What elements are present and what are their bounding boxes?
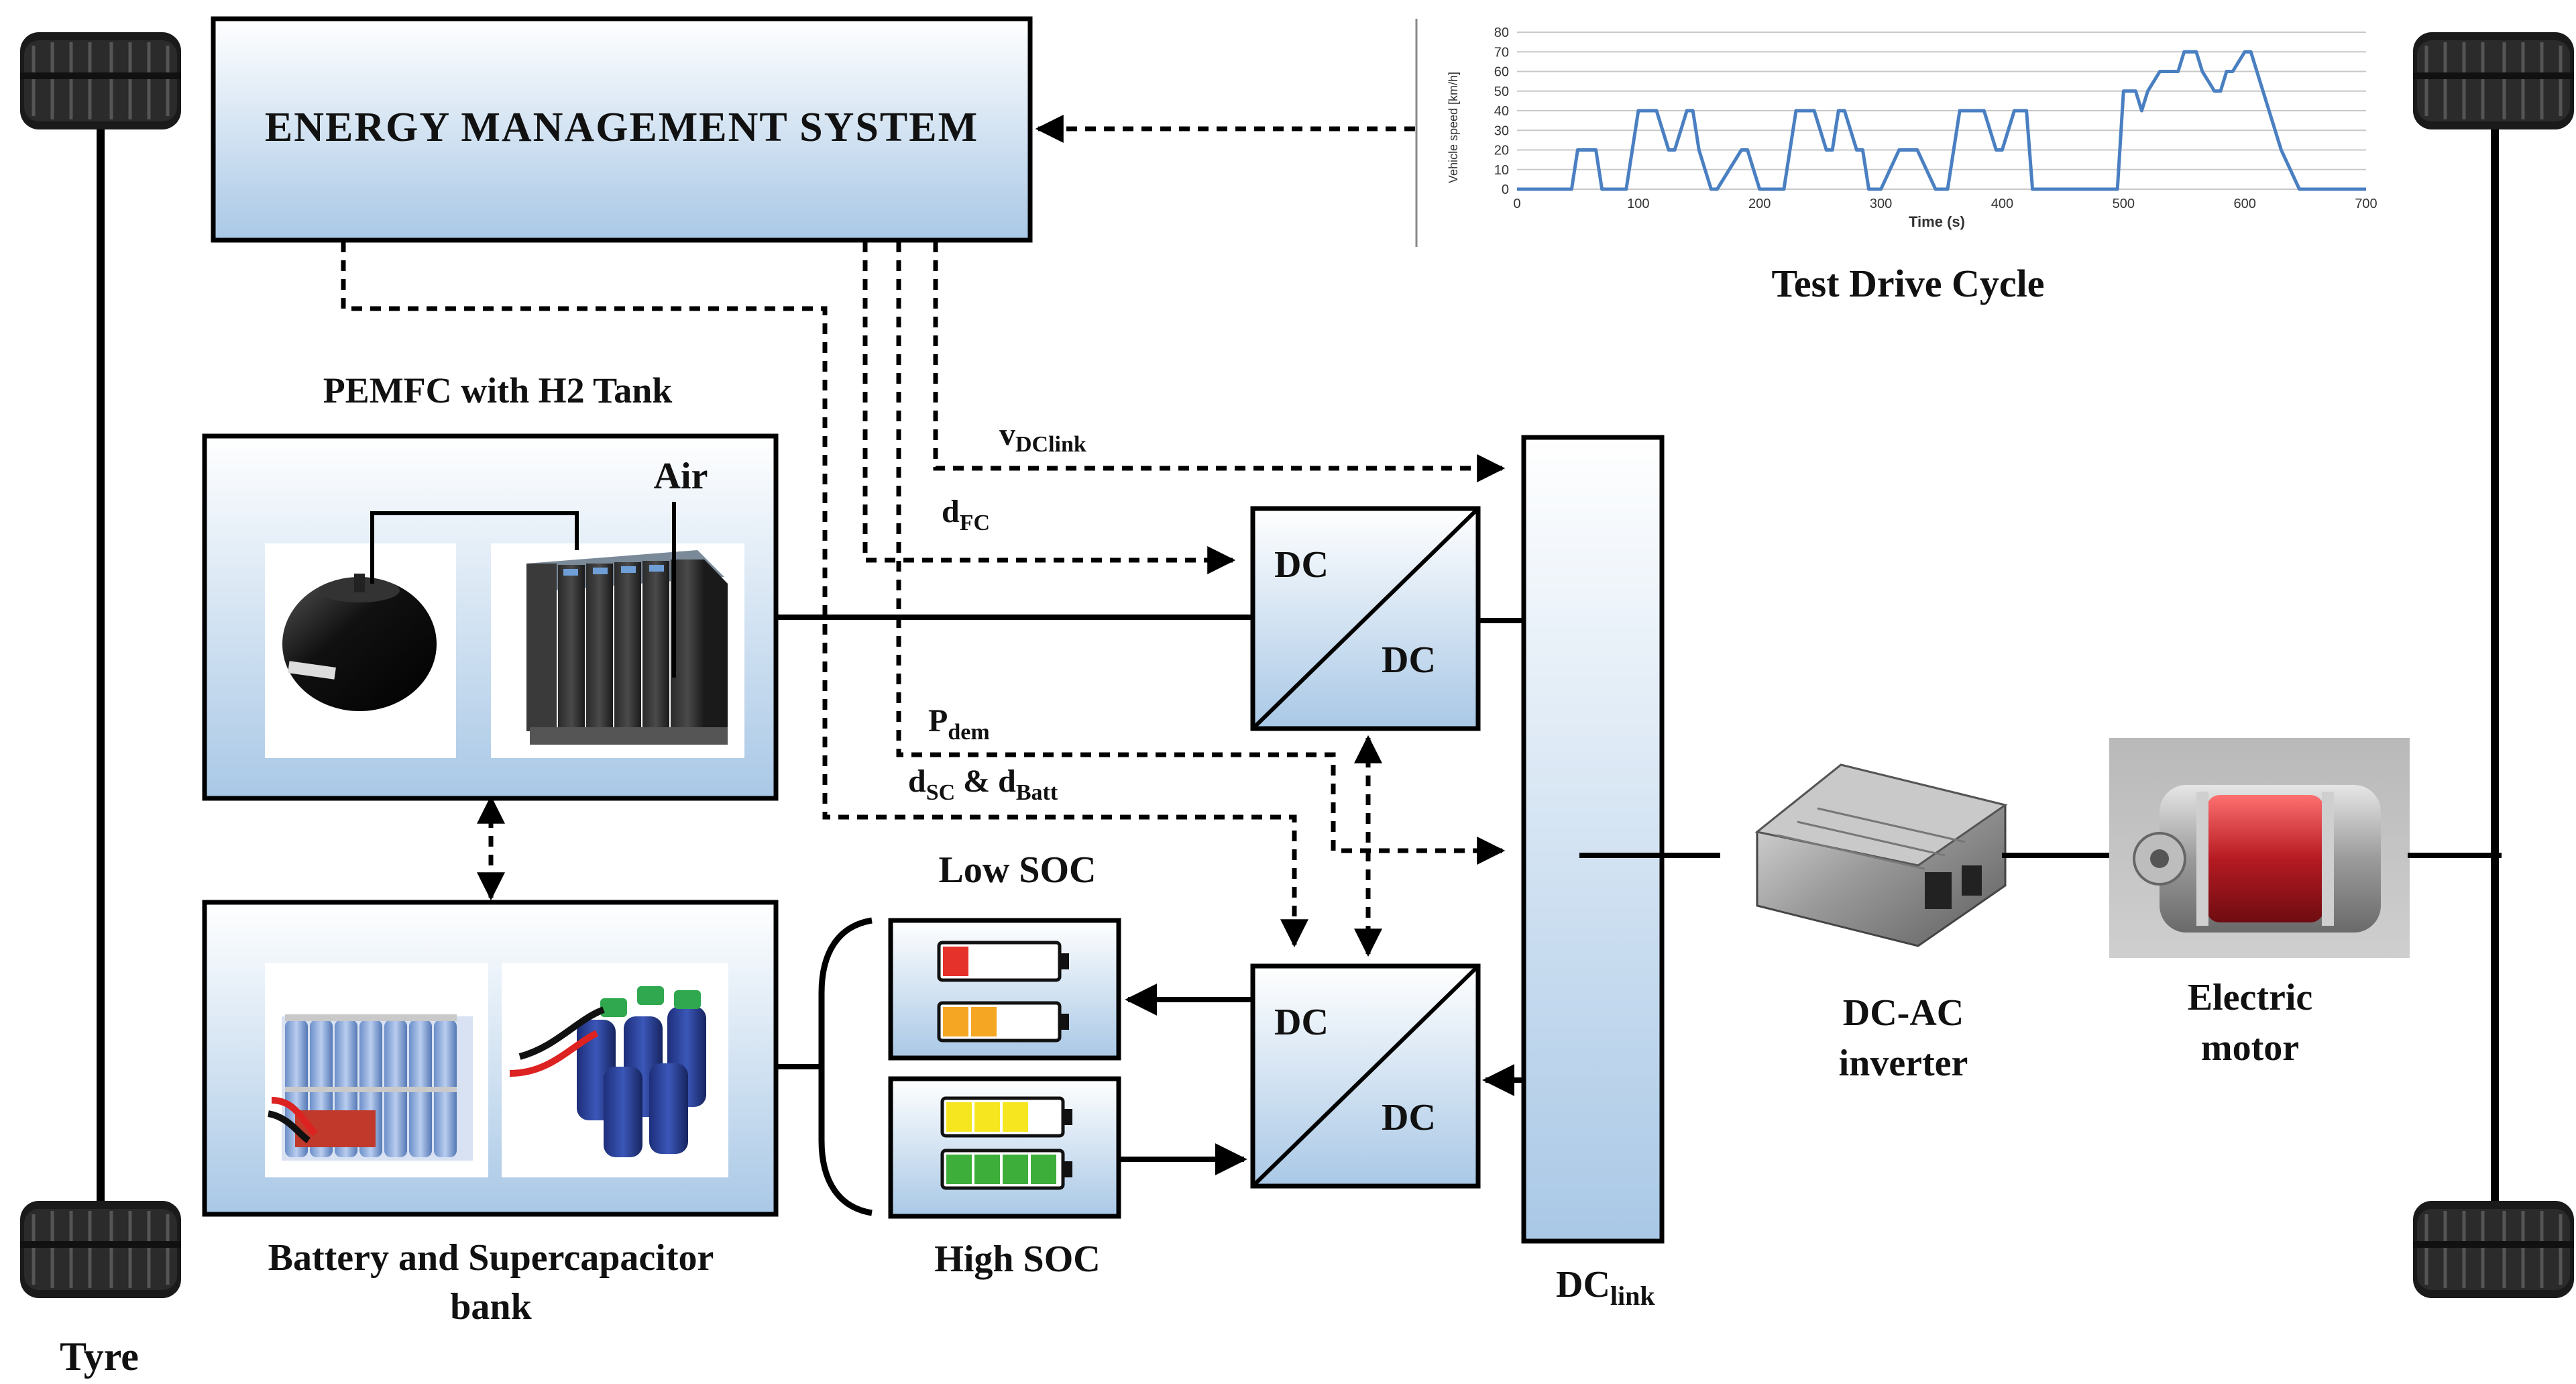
battery-title-line2: bank	[450, 1286, 532, 1328]
fc-dcdc-out-label: DC	[1382, 639, 1436, 681]
soc-bracket	[818, 917, 873, 1216]
inverter-label-line1: DC-AC	[1843, 992, 1964, 1034]
dc-link-bus[interactable]	[1521, 435, 1665, 1244]
pdem-label: Pdem	[928, 703, 990, 745]
battery-orange-icon	[939, 1003, 1069, 1041]
battery-dcdc-out-label: DC	[1382, 1097, 1436, 1138]
tyre-front-right	[2413, 32, 2574, 129]
battery-title-line1: Battery and Supercapacitor	[268, 1237, 714, 1279]
fuel-cell-stack-icon	[526, 550, 728, 745]
air-label: Air	[654, 456, 708, 497]
chart-y-tick-label: 70	[1494, 45, 1509, 60]
tyre-front-left	[20, 32, 181, 129]
chart-grid	[1517, 32, 2366, 190]
chart-y-tick-label: 40	[1494, 104, 1509, 119]
battery-green-icon	[942, 1151, 1072, 1188]
pemfc-title: PEMFC with H2 Tank	[323, 370, 673, 411]
tyre-rear-left	[20, 1201, 181, 1298]
battery-red-icon	[939, 943, 1069, 980]
battery-pack-icon	[267, 1014, 473, 1161]
chart-y-tick-label: 20	[1494, 144, 1509, 158]
chart-ylabel: Vehicle speed [km/h]	[1447, 72, 1460, 183]
chart-y-tick-label: 80	[1494, 25, 1509, 40]
battery-dcdc-in-label: DC	[1274, 1002, 1329, 1043]
chart-x-tick-label: 300	[1870, 197, 1892, 211]
motor-label-line1: Electric	[2188, 977, 2313, 1018]
h2-tank-icon	[282, 574, 437, 711]
chart-x-tick-label: 100	[1627, 197, 1649, 211]
chart-x-tick-label: 500	[2113, 197, 2135, 211]
dfc-signal-line	[862, 242, 1236, 574]
chart-y-tick-label: 50	[1494, 85, 1509, 99]
h2-supply-pipe	[370, 511, 579, 584]
chart-y-tick-label: 10	[1494, 163, 1509, 178]
motor-label-line2: motor	[2201, 1027, 2299, 1069]
chart-y-tick-label: 60	[1494, 65, 1509, 80]
inverter-label-line2: inverter	[1839, 1043, 1968, 1084]
control-signals	[341, 115, 1506, 957]
dc-ac-inverter-icon	[1754, 763, 2008, 947]
chart-xlabel: Time (s)	[1909, 213, 1965, 230]
tyre-label: Tyre	[60, 1334, 139, 1379]
tyre-rear-right	[2413, 1201, 2574, 1298]
chart-y-tick-label: 0	[1502, 182, 1509, 197]
chart-x-tick-label: 0	[1513, 197, 1520, 211]
chart-y-tick-label: 30	[1494, 123, 1509, 138]
pdem-signal-line	[896, 242, 1506, 865]
battery-dcdc-converter[interactable]: DC DC	[1250, 963, 1481, 1189]
dsc-dbatt-signal-line	[341, 242, 1308, 948]
electric-motor-icon	[2133, 785, 2381, 933]
vdclink-signal-line	[933, 242, 1506, 482]
chart-x-tick-label: 200	[1748, 197, 1771, 211]
low-soc-label: Low SOC	[939, 849, 1097, 891]
fc-dcdc-converter[interactable]: DC DC	[1250, 506, 1481, 731]
chart-ticks: 0 10 20 30 40 50 60 70 80 0 100 200 300 400 500 600 700	[1494, 25, 2377, 211]
high-soc-label: High SOC	[934, 1238, 1100, 1280]
fc-dcdc-in-label: DC	[1274, 544, 1329, 586]
chart-x-tick-label: 600	[2233, 197, 2255, 211]
supercapacitor-icon	[509, 986, 706, 1157]
test-cycle-label: Test Drive Cycle	[1772, 262, 2045, 305]
dclink-label: DClink	[1556, 1264, 1655, 1311]
speed-series-line	[1517, 50, 2366, 191]
chart-x-tick-label: 400	[1991, 197, 2013, 211]
dsc-dbatt-label: dSC & dBatt	[908, 763, 1058, 805]
battery-yellow-icon	[942, 1098, 1072, 1136]
vdclink-label: vDClink	[999, 417, 1086, 457]
chart-x-tick-label: 700	[2355, 197, 2377, 211]
dfc-label: dFC	[942, 494, 990, 535]
ems-box[interactable]	[211, 16, 1033, 243]
ems-label: ENERGY MANAGEMENT SYSTEM	[265, 105, 978, 150]
